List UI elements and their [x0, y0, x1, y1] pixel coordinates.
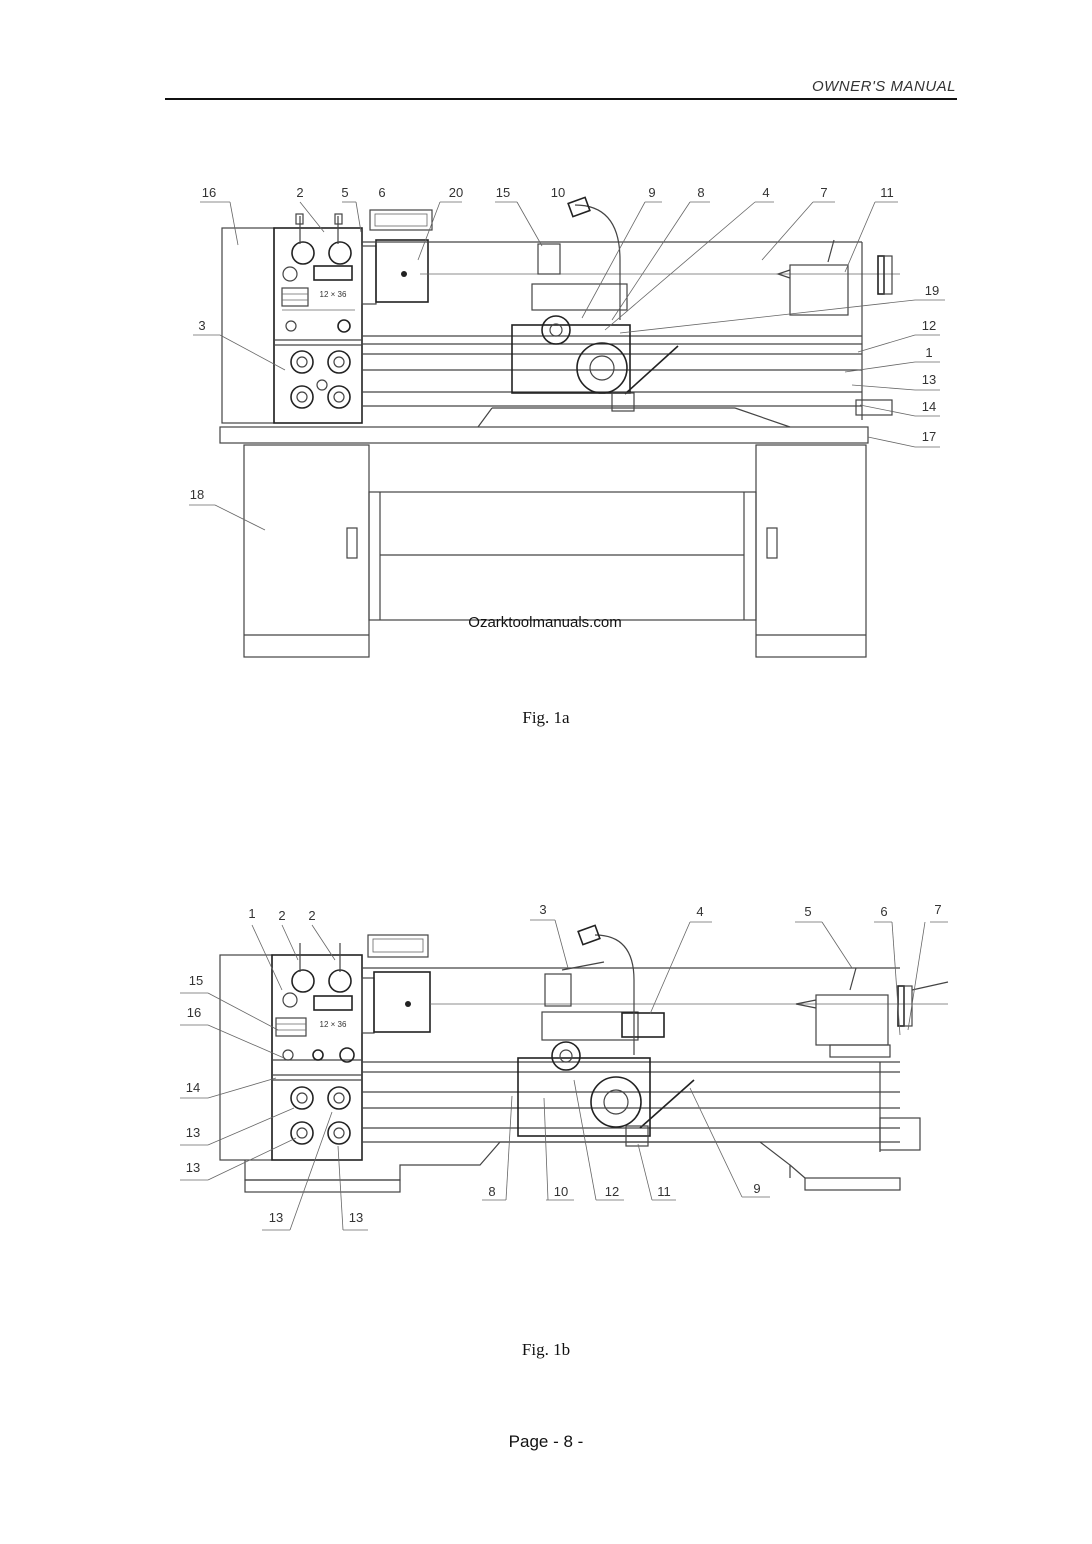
fig-b-callout-3: 3 — [539, 902, 546, 917]
fig-b-callout-13: 13 — [349, 1210, 363, 1225]
fig-a-callout-5: 5 — [341, 185, 348, 200]
model-label: 12 × 36 — [320, 290, 347, 299]
headstock-outline — [273, 227, 363, 424]
fig-a-callout-20: 20 — [449, 185, 463, 200]
fig-b-callout-7: 7 — [934, 902, 941, 917]
fig-a-callout-7: 7 — [820, 185, 827, 200]
fig-b-callout-4: 4 — [696, 904, 703, 919]
fig-a-callout-1: 1 — [925, 345, 932, 360]
figure-a-caption: Fig. 1a — [522, 708, 570, 727]
page-number: Page - 8 - — [508, 1432, 584, 1451]
fig-b-callout-13: 13 — [269, 1210, 283, 1225]
fig-a-callout-18: 18 — [190, 487, 204, 502]
fig-b-callout-13: 13 — [186, 1125, 200, 1140]
fig-a-callout-19: 19 — [925, 283, 939, 298]
figure-b-caption: Fig. 1b — [521, 1340, 571, 1359]
fig-b-callout-13: 13 — [186, 1160, 200, 1175]
fig-a-callout-2: 2 — [296, 185, 303, 200]
brand-label: Enco — [321, 269, 345, 280]
brand-label-b: Enco — [321, 999, 345, 1010]
fig-a-callout-6: 6 — [378, 185, 385, 200]
fig-a-callout-17: 17 — [922, 429, 936, 444]
fig-b-callout-6: 6 — [880, 904, 887, 919]
watermark: Ozarktoolmanuals.com — [468, 614, 621, 631]
fig-a-callout-15: 15 — [496, 185, 510, 200]
fig-a-callout-16: 16 — [202, 185, 216, 200]
fig-a-callout-4: 4 — [762, 185, 769, 200]
fig-b-callout-11: 11 — [657, 1184, 671, 1199]
lathe-side-view-drawing: Enco 12 × 36 — [180, 902, 949, 1231]
lathe-front-view-drawing: Enco 12 × 36 Oza — [189, 185, 945, 658]
fig-b-callout-14: 14 — [186, 1080, 200, 1095]
header-title: OWNER'S MANUAL — [811, 78, 956, 95]
cabinet-outline — [221, 227, 275, 424]
fig-b-callout-5: 5 — [804, 904, 811, 919]
fig-a-callout-14: 14 — [922, 399, 936, 414]
fig-b-callout-2: 2 — [278, 908, 285, 923]
model-label-b: 12 × 36 — [320, 1020, 347, 1029]
fig-a-callout-11: 11 — [880, 185, 894, 200]
fig-a-callout-9: 9 — [648, 185, 655, 200]
fig-a-callout-8: 8 — [697, 185, 704, 200]
fig-b-callout-12: 12 — [605, 1184, 619, 1199]
dro-display — [369, 209, 433, 231]
fig-b-callout-2: 2 — [308, 908, 315, 923]
fig-b-callout-15: 15 — [189, 973, 203, 988]
fig-a-callout-3: 3 — [198, 318, 205, 333]
fig-a-callout-13: 13 — [922, 372, 936, 387]
fig-b-callout-9: 9 — [753, 1181, 760, 1196]
fig-a-callout-12: 12 — [922, 318, 936, 333]
fig-b-callout-16: 16 — [187, 1005, 201, 1020]
figure-a-callout-labels: 16 2 5 6 20 15 10 9 8 4 7 11 19 3 12 1 13 14 17 18 — [190, 185, 939, 502]
fig-b-callout-1: 1 — [248, 906, 255, 921]
fig-a-callout-10: 10 — [551, 185, 565, 200]
fig-b-callout-8: 8 — [488, 1184, 495, 1199]
fig-b-callout-10: 10 — [554, 1184, 568, 1199]
header-rule — [165, 98, 957, 100]
